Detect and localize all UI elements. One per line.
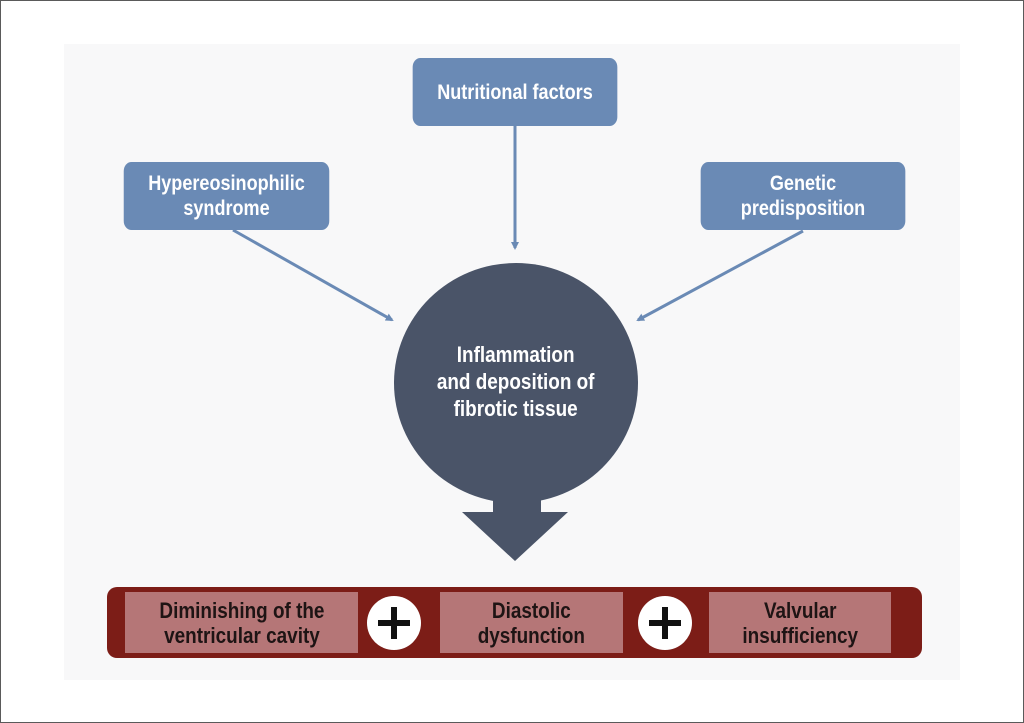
consequence-line-2: insufficiency [742,622,858,648]
cause-box-genetic-predisposition: Genetic predisposition [700,162,906,230]
arrow-hypereosinophilic-to-core [232,228,394,322]
consequence-line-1: Valvular [763,597,837,623]
cause-label: Nutritional factors [437,80,593,104]
consequence-line-2: dysfunction [477,622,586,648]
central-process-line-1: Inflammation [457,342,575,367]
plus-icon [638,596,692,650]
central-process-circle: Inflammation and deposition of fibrotic … [394,263,638,503]
consequence-box-valvular-insufficiency: Valvular insufficiency [709,592,891,653]
central-process-line-3: fibrotic tissue [453,396,579,421]
core-down-arrow [462,488,568,561]
consequence-line-1: Diminishing of the [158,597,325,623]
cause-label-line-1: Genetic [769,172,837,195]
consequence-line-2: ventricular cavity [163,622,320,648]
consequence-box-ventricular-cavity: Diminishing of the ventricular cavity [125,592,358,653]
cause-label-line-2: syndrome [183,197,270,220]
cause-label-line-1: Hypereosinophilic [148,172,305,195]
cause-box-nutritional-factors: Nutritional factors [412,58,618,126]
consequences-bar: Diminishing of the ventricular cavity Di… [107,587,922,658]
central-process-line-2: and deposition of [437,369,595,394]
arrow-genetic-to-core [636,229,804,322]
cause-box-hypereosinophilic-syndrome: Hypereosinophilic syndrome [123,162,330,230]
consequence-line-1: Diastolic [492,597,571,623]
cause-label-line-2: predisposition [740,197,866,220]
plus-icon [367,596,421,650]
consequence-box-diastolic-dysfunction: Diastolic dysfunction [440,592,623,653]
